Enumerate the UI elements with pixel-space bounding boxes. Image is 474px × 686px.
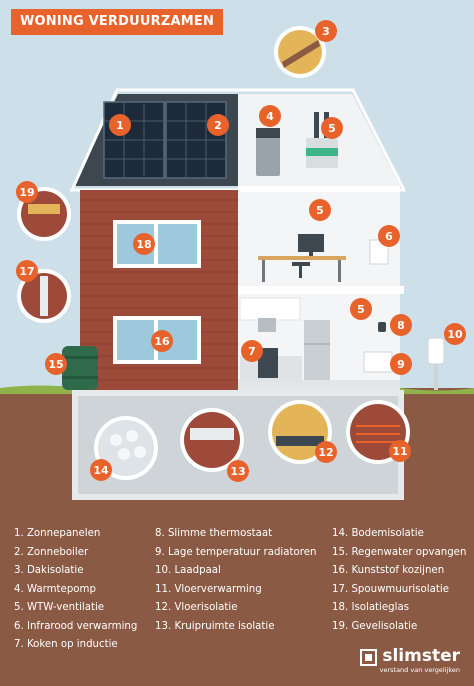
stove bbox=[258, 348, 278, 378]
marker-7: 7 bbox=[241, 340, 263, 362]
solar-panel-1 bbox=[103, 101, 165, 179]
range-hood bbox=[258, 318, 276, 332]
marker-number: 4 bbox=[266, 110, 274, 123]
marker-number: 19 bbox=[19, 186, 34, 199]
marker-number: 6 bbox=[385, 230, 393, 243]
legend-column-3: 14. Bodemisolatie 15. Regenwater opvange… bbox=[332, 525, 466, 636]
marker-number: 15 bbox=[48, 358, 63, 371]
legend-item: 12. Vloerisolatie bbox=[155, 602, 238, 613]
marker-number: 10 bbox=[447, 328, 463, 341]
marker-9: 9 bbox=[390, 353, 412, 375]
marker-number: 9 bbox=[397, 358, 405, 371]
brand-name: slimster bbox=[382, 646, 460, 666]
legend-column-1: 1. Zonnepanelen 2. Zonneboiler 3. Dakiso… bbox=[14, 525, 137, 655]
marker-number: 13 bbox=[230, 465, 245, 478]
legend-column-2: 8. Slimme thermostaat 9. Lage temperatuu… bbox=[155, 525, 316, 636]
solar-panel-2 bbox=[165, 101, 227, 179]
marker-3: 3 bbox=[315, 20, 337, 42]
marker-1: 1 bbox=[109, 114, 131, 136]
marker-number: 12 bbox=[318, 446, 333, 459]
title-banner: WONING VERDUURZAMEN bbox=[11, 9, 224, 35]
legend-item: 17. Spouwmuurisolatie bbox=[332, 583, 449, 595]
fridge bbox=[304, 320, 330, 380]
legend-item: 11. Vloerverwarming bbox=[155, 583, 262, 595]
marker-6: 6 bbox=[378, 225, 400, 247]
detail-crawlspace-insulation bbox=[180, 408, 244, 472]
legend-item: 16. Kunststof kozijnen bbox=[332, 565, 445, 576]
marker-number: 14 bbox=[93, 464, 109, 477]
legend-item: 14. Bodemisolatie bbox=[332, 528, 424, 539]
marker-5c: 5 bbox=[350, 298, 372, 320]
legend-item: 7. Koken op inductie bbox=[14, 639, 118, 650]
legend-item: 4. Warmtepomp bbox=[14, 583, 96, 595]
detail-facade-insulation bbox=[17, 187, 71, 241]
marker-10: 10 bbox=[444, 323, 466, 345]
marker-16: 16 bbox=[151, 330, 173, 352]
marker-11: 11 bbox=[389, 440, 411, 462]
marker-4: 4 bbox=[259, 105, 281, 127]
marker-number: 5 bbox=[316, 204, 324, 217]
marker-5b: 5 bbox=[309, 199, 331, 221]
legend: 1. Zonnepanelen 2. Zonneboiler 3. Dakiso… bbox=[0, 512, 474, 686]
legend-item: 1. Zonnepanelen bbox=[14, 528, 101, 539]
marker-number: 11 bbox=[392, 445, 407, 458]
thermostat bbox=[378, 322, 386, 332]
legend-item: 13. Kruipruimte isolatie bbox=[155, 620, 275, 632]
marker-number: 17 bbox=[19, 265, 34, 278]
marker-15: 15 bbox=[45, 353, 67, 375]
brand-logo: slimster verstand van vergelijken bbox=[360, 646, 460, 674]
marker-number: 16 bbox=[154, 335, 170, 348]
chair bbox=[292, 262, 310, 266]
legend-item: 5. WTW-ventilatie bbox=[14, 602, 105, 613]
marker-5a: 5 bbox=[321, 117, 343, 139]
marker-19: 19 bbox=[16, 181, 38, 203]
marker-8: 8 bbox=[390, 314, 412, 336]
rain-barrel bbox=[62, 346, 98, 390]
marker-number: 7 bbox=[248, 345, 256, 358]
marker-number: 18 bbox=[136, 238, 151, 251]
brand-tagline: verstand van vergelijken bbox=[379, 666, 460, 674]
house-illustration: 1 2 3 4 5 5 5 6 7 8 9 10 11 12 13 14 15 … bbox=[0, 0, 474, 512]
marker-18: 18 bbox=[133, 233, 155, 255]
marker-number: 8 bbox=[397, 319, 405, 332]
legend-item: 3. Dakisolatie bbox=[14, 565, 84, 576]
desk bbox=[258, 256, 346, 260]
heat-pump bbox=[256, 128, 280, 176]
marker-12: 12 bbox=[315, 441, 337, 463]
legend-item: 10. Laadpaal bbox=[155, 565, 221, 576]
radiator bbox=[363, 351, 393, 373]
charging-post bbox=[427, 337, 445, 365]
detail-roof-insulation bbox=[274, 26, 326, 78]
marker-number: 5 bbox=[328, 122, 336, 135]
interior-floor-line bbox=[238, 380, 400, 390]
marker-14: 14 bbox=[90, 459, 112, 481]
detail-cavity-insulation bbox=[17, 269, 71, 323]
marker-17: 17 bbox=[16, 260, 38, 282]
marker-13: 13 bbox=[227, 460, 249, 482]
legend-item: 8. Slimme thermostaat bbox=[155, 528, 273, 539]
marker-number: 2 bbox=[214, 119, 222, 132]
legend-item: 18. Isolatieglas bbox=[332, 602, 409, 613]
marker-2: 2 bbox=[207, 114, 229, 136]
marker-number: 5 bbox=[357, 303, 365, 316]
legend-item: 19. Gevelisolatie bbox=[332, 620, 418, 632]
legend-item: 9. Lage temperatuur radiatoren bbox=[155, 546, 317, 558]
legend-item: 2. Zonneboiler bbox=[14, 546, 89, 558]
upper-window bbox=[113, 220, 201, 268]
marker-number: 3 bbox=[322, 25, 330, 38]
monitor bbox=[298, 234, 324, 252]
marker-number: 1 bbox=[116, 119, 124, 132]
legend-item: 6. Infrarood verwarming bbox=[14, 620, 138, 632]
kitchen-cabinets bbox=[239, 297, 301, 321]
slimster-logo-icon bbox=[360, 649, 378, 666]
legend-item: 15. Regenwater opvangen bbox=[332, 546, 467, 558]
